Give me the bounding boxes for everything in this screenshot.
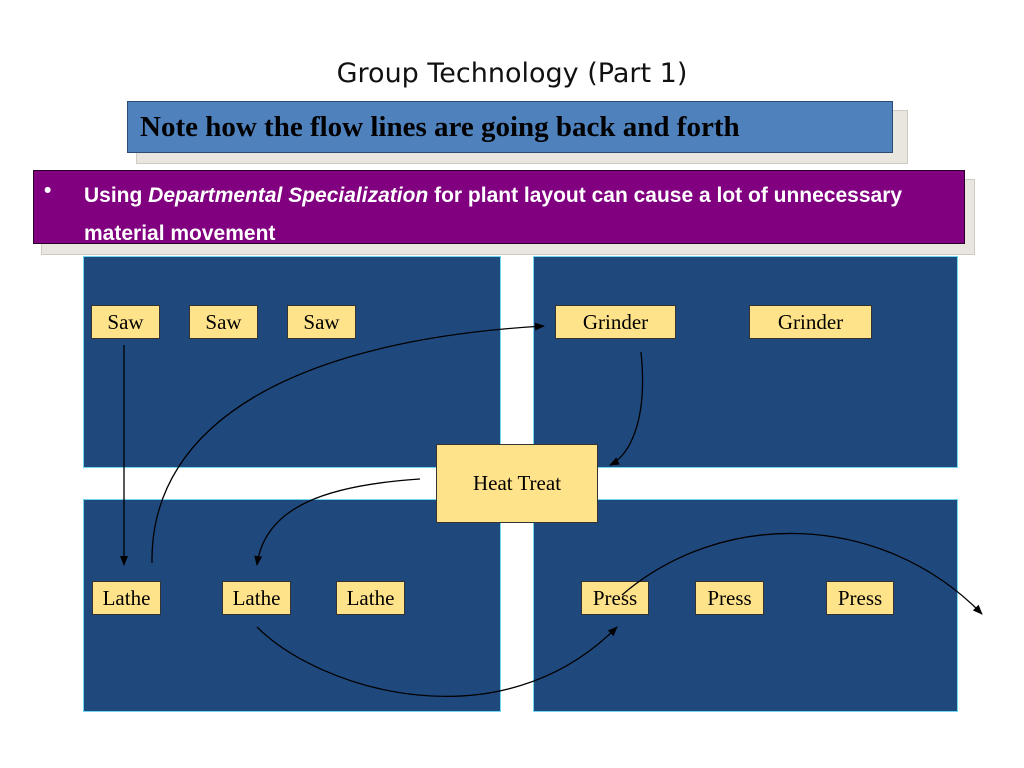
press-machine-2: Press — [695, 581, 764, 615]
department-grinder — [533, 256, 958, 468]
bullet-box: • Using Departmental Specialization for … — [33, 170, 965, 245]
bullet-marker: • — [44, 179, 52, 202]
note-text: Note how the flow lines are going back a… — [140, 111, 740, 143]
saw-machine-3: Saw — [287, 305, 356, 339]
slide-title: Group Technology (Part 1) — [336, 58, 688, 89]
flow-lathe-to-press — [256, 626, 618, 697]
saw-machine-1: Saw — [91, 305, 160, 339]
heat-treat-machine: Heat Treat — [436, 444, 598, 523]
grinder-machine-2: Grinder — [749, 305, 872, 339]
press-machine-1: Press — [581, 581, 649, 615]
flow-press-to-exit — [621, 532, 983, 615]
flow-lathe-to-grinder — [151, 322, 545, 564]
bullet-text: Using Departmental Specialization for pl… — [84, 177, 944, 253]
saw-machine-2: Saw — [189, 305, 258, 339]
lathe-machine-1: Lathe — [92, 581, 161, 615]
bullet-text-plain: Using — [84, 184, 149, 207]
grinder-machine-1: Grinder — [555, 305, 676, 339]
department-saw — [83, 256, 501, 468]
bullet-text-italic: Departmental Specialization — [148, 184, 429, 207]
press-machine-3: Press — [826, 581, 894, 615]
bullet-text-rest: for plant layout can cause a lot of unne… — [84, 184, 903, 245]
flow-heattreat-to-lathe — [254, 478, 421, 566]
note-box: Note how the flow lines are going back a… — [127, 101, 893, 153]
flow-grinder-to-heattreat — [609, 351, 644, 466]
lathe-machine-3: Lathe — [336, 581, 405, 615]
lathe-machine-2: Lathe — [222, 581, 291, 615]
